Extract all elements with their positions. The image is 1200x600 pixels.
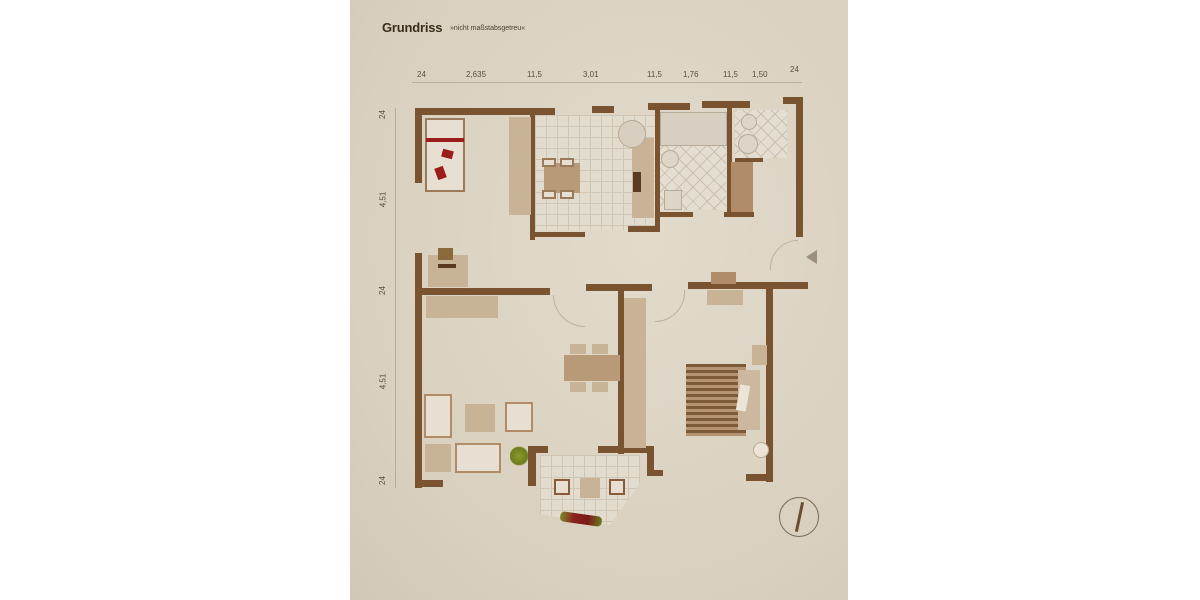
table-icon (580, 478, 600, 498)
double-bed-icon (686, 364, 746, 436)
plant-icon (438, 248, 453, 260)
dim-top-0: 24 (417, 70, 426, 79)
washbasin-icon (661, 150, 679, 168)
dining-table-icon (544, 163, 580, 193)
kitchen-counter-icon (632, 138, 654, 218)
desk-icon (428, 255, 468, 287)
cabinet-icon (731, 162, 753, 212)
dimension-line (412, 82, 802, 83)
compass-needle (794, 502, 805, 532)
armchair-icon (505, 402, 533, 432)
dim-top-6: 11,5 (723, 70, 738, 79)
wardrobe-icon (624, 298, 646, 448)
dim-top-1: 2,635 (466, 70, 487, 79)
page-subtitle: »nicht maßstabsgetreu« (450, 25, 526, 32)
sofa-icon (455, 443, 501, 473)
washbasin-icon (738, 134, 758, 154)
toilet-icon (741, 114, 757, 130)
plant-icon (510, 445, 528, 467)
coffee-table-icon (465, 404, 495, 432)
bathtub-icon (660, 112, 727, 146)
dining-table-icon (564, 355, 620, 381)
toilet-icon (664, 190, 682, 210)
dim-top-4: 11,5 (647, 70, 662, 79)
dim-left-1: 4,51 (378, 191, 388, 208)
chair-icon (554, 479, 570, 495)
chair-icon (570, 344, 586, 354)
chair-icon (592, 344, 608, 354)
lamp-icon (753, 442, 769, 458)
chair-icon (570, 382, 586, 392)
nightstand-icon (752, 345, 767, 365)
chair-icon (609, 479, 625, 495)
dim-top-8: 24 (790, 65, 799, 74)
dim-top-7: 1,50 (752, 70, 768, 79)
stove-icon (633, 172, 641, 192)
page-title: Grundriss (382, 20, 443, 35)
chair-icon (560, 190, 574, 199)
wardrobe-icon (509, 117, 531, 215)
dimension-line (395, 108, 396, 488)
dim-top-2: 11,5 (527, 70, 542, 79)
dim-left-2: 24 (377, 286, 387, 295)
shoe-cabinet-icon (711, 272, 736, 284)
chair-icon (592, 382, 608, 392)
sideboard-icon (426, 296, 498, 318)
chair-icon (542, 158, 556, 167)
armchair-icon (424, 394, 452, 438)
chair-icon (542, 190, 556, 199)
entrance-arrow-icon (806, 250, 817, 264)
dim-top-5: 1,76 (683, 70, 699, 79)
dim-left-4: 24 (377, 476, 387, 485)
monitor-icon (438, 264, 456, 268)
dim-top-3: 3,01 (583, 70, 599, 79)
side-table-icon (425, 444, 451, 472)
console-icon (707, 290, 743, 305)
blanket-stripe (426, 138, 464, 142)
floor-plan-paper (350, 0, 848, 600)
dim-left-3: 4,51 (378, 373, 388, 390)
sink-icon (618, 120, 646, 148)
chair-icon (560, 158, 574, 167)
dim-left-0: 24 (377, 110, 387, 119)
north-arrow-icon (779, 497, 819, 537)
